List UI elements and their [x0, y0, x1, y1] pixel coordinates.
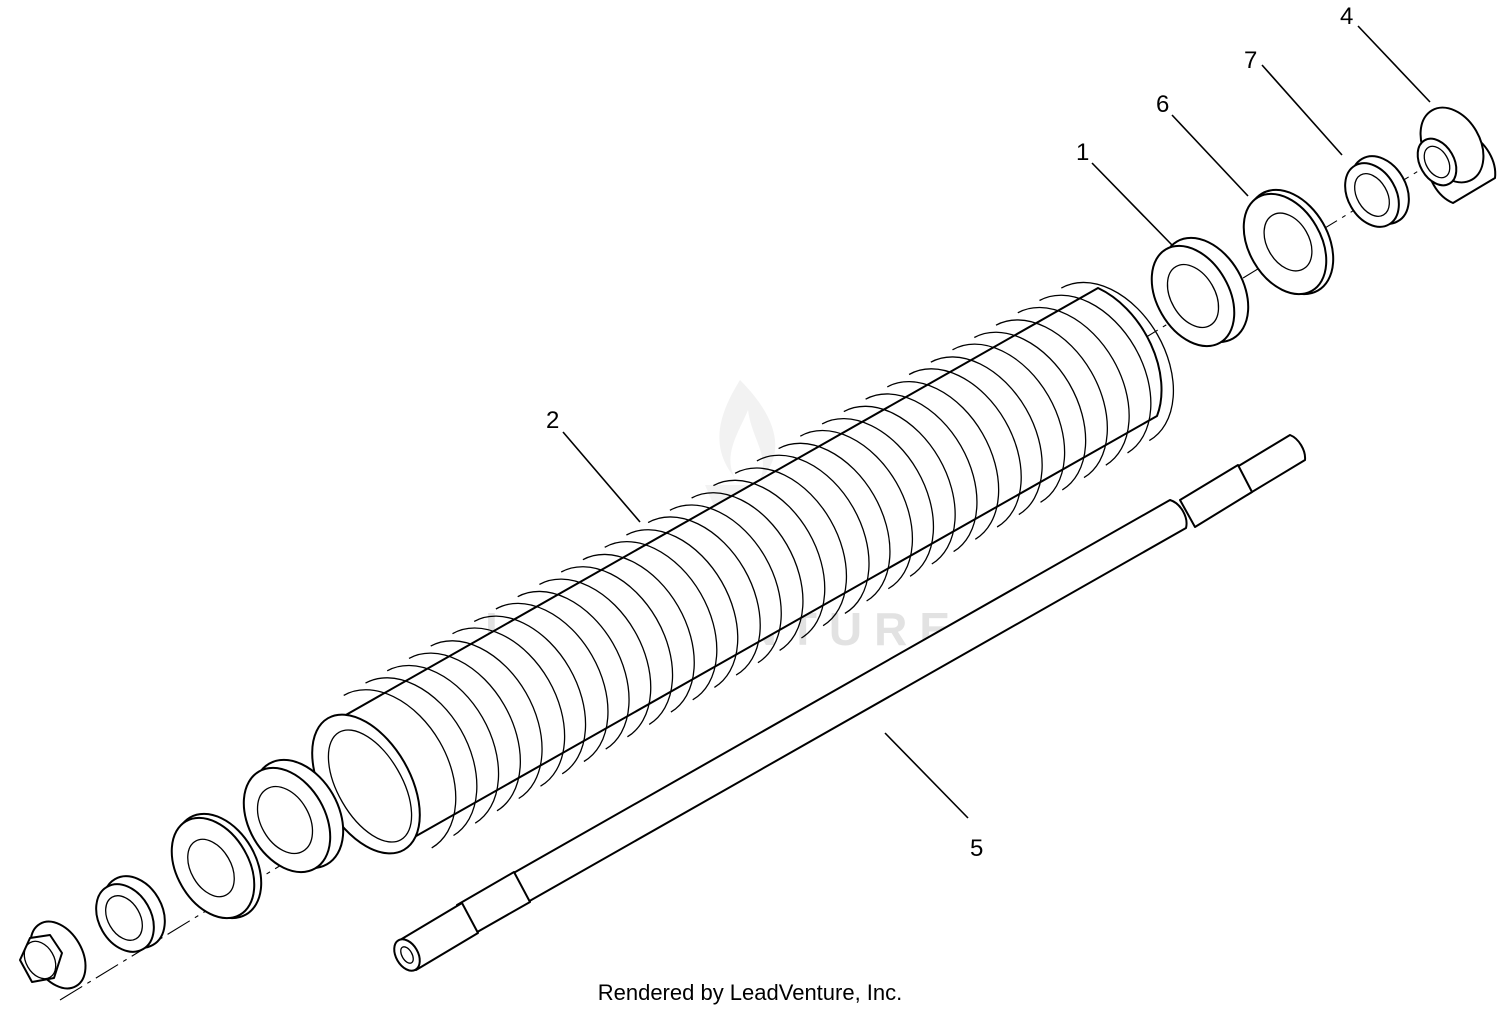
left-flange-nut — [19, 920, 87, 990]
roller-rib — [843, 405, 956, 565]
roller-rib — [539, 578, 652, 738]
roller-rib — [473, 615, 587, 775]
leader-line-5 — [884, 732, 969, 819]
callout-6: 6 — [1156, 91, 1169, 118]
spacer-part-7 — [1344, 155, 1410, 228]
roller-rib — [560, 566, 674, 725]
shaft-part-5 — [393, 434, 1307, 972]
roller-rib — [647, 516, 761, 676]
roller-rib — [365, 677, 478, 837]
roller-rib — [952, 343, 1066, 503]
callout-4: 4 — [1340, 3, 1353, 30]
callout-7: 7 — [1244, 47, 1257, 74]
callout-5: 5 — [970, 835, 983, 862]
roller-rib — [886, 380, 1000, 540]
roller-rib — [778, 442, 891, 602]
leader-line-1 — [1091, 162, 1173, 246]
roller-rib — [799, 429, 914, 590]
roller-rib — [1017, 306, 1130, 466]
roller-rib — [408, 652, 521, 812]
rendered-by-footer: Rendered by LeadVenture, Inc. — [597, 980, 903, 1005]
left-bearing — [242, 758, 345, 874]
roller-rib — [995, 319, 1108, 479]
roller-rib — [452, 627, 566, 787]
roller-rib — [691, 492, 804, 651]
washer-part-6 — [1242, 188, 1335, 296]
leader-line-7 — [1261, 64, 1343, 156]
roller-rib — [495, 602, 609, 763]
leader-line-4 — [1357, 25, 1431, 103]
roller-rib — [386, 664, 500, 824]
leader-line-2 — [562, 431, 641, 523]
roller-rib — [604, 540, 718, 701]
roller-rib — [582, 553, 695, 713]
roller-rib — [973, 331, 1087, 491]
callout-2: 2 — [546, 407, 559, 434]
bearing-part-1 — [1150, 236, 1250, 348]
roller-rib — [430, 640, 543, 800]
roller-rib — [669, 504, 782, 664]
roller-rib — [756, 454, 870, 614]
roller-rib — [734, 467, 848, 627]
callout-1: 1 — [1076, 139, 1089, 166]
roller-rib — [865, 393, 978, 553]
leader-line-6 — [1171, 114, 1249, 197]
left-spacer — [95, 875, 166, 953]
roller-rib — [343, 689, 457, 849]
roller-rib — [626, 529, 739, 688]
roller-rib — [1039, 294, 1152, 454]
roller-rib — [930, 356, 1043, 516]
roller-rib — [1060, 281, 1175, 442]
left-washer — [170, 812, 263, 920]
roller-part-2 — [311, 281, 1175, 855]
roller-rib — [713, 479, 826, 639]
roller-rib — [517, 590, 630, 750]
flange-bushing-part-4 — [1416, 106, 1497, 204]
roller-rib — [821, 417, 935, 577]
roller-rib — [908, 368, 1022, 528]
